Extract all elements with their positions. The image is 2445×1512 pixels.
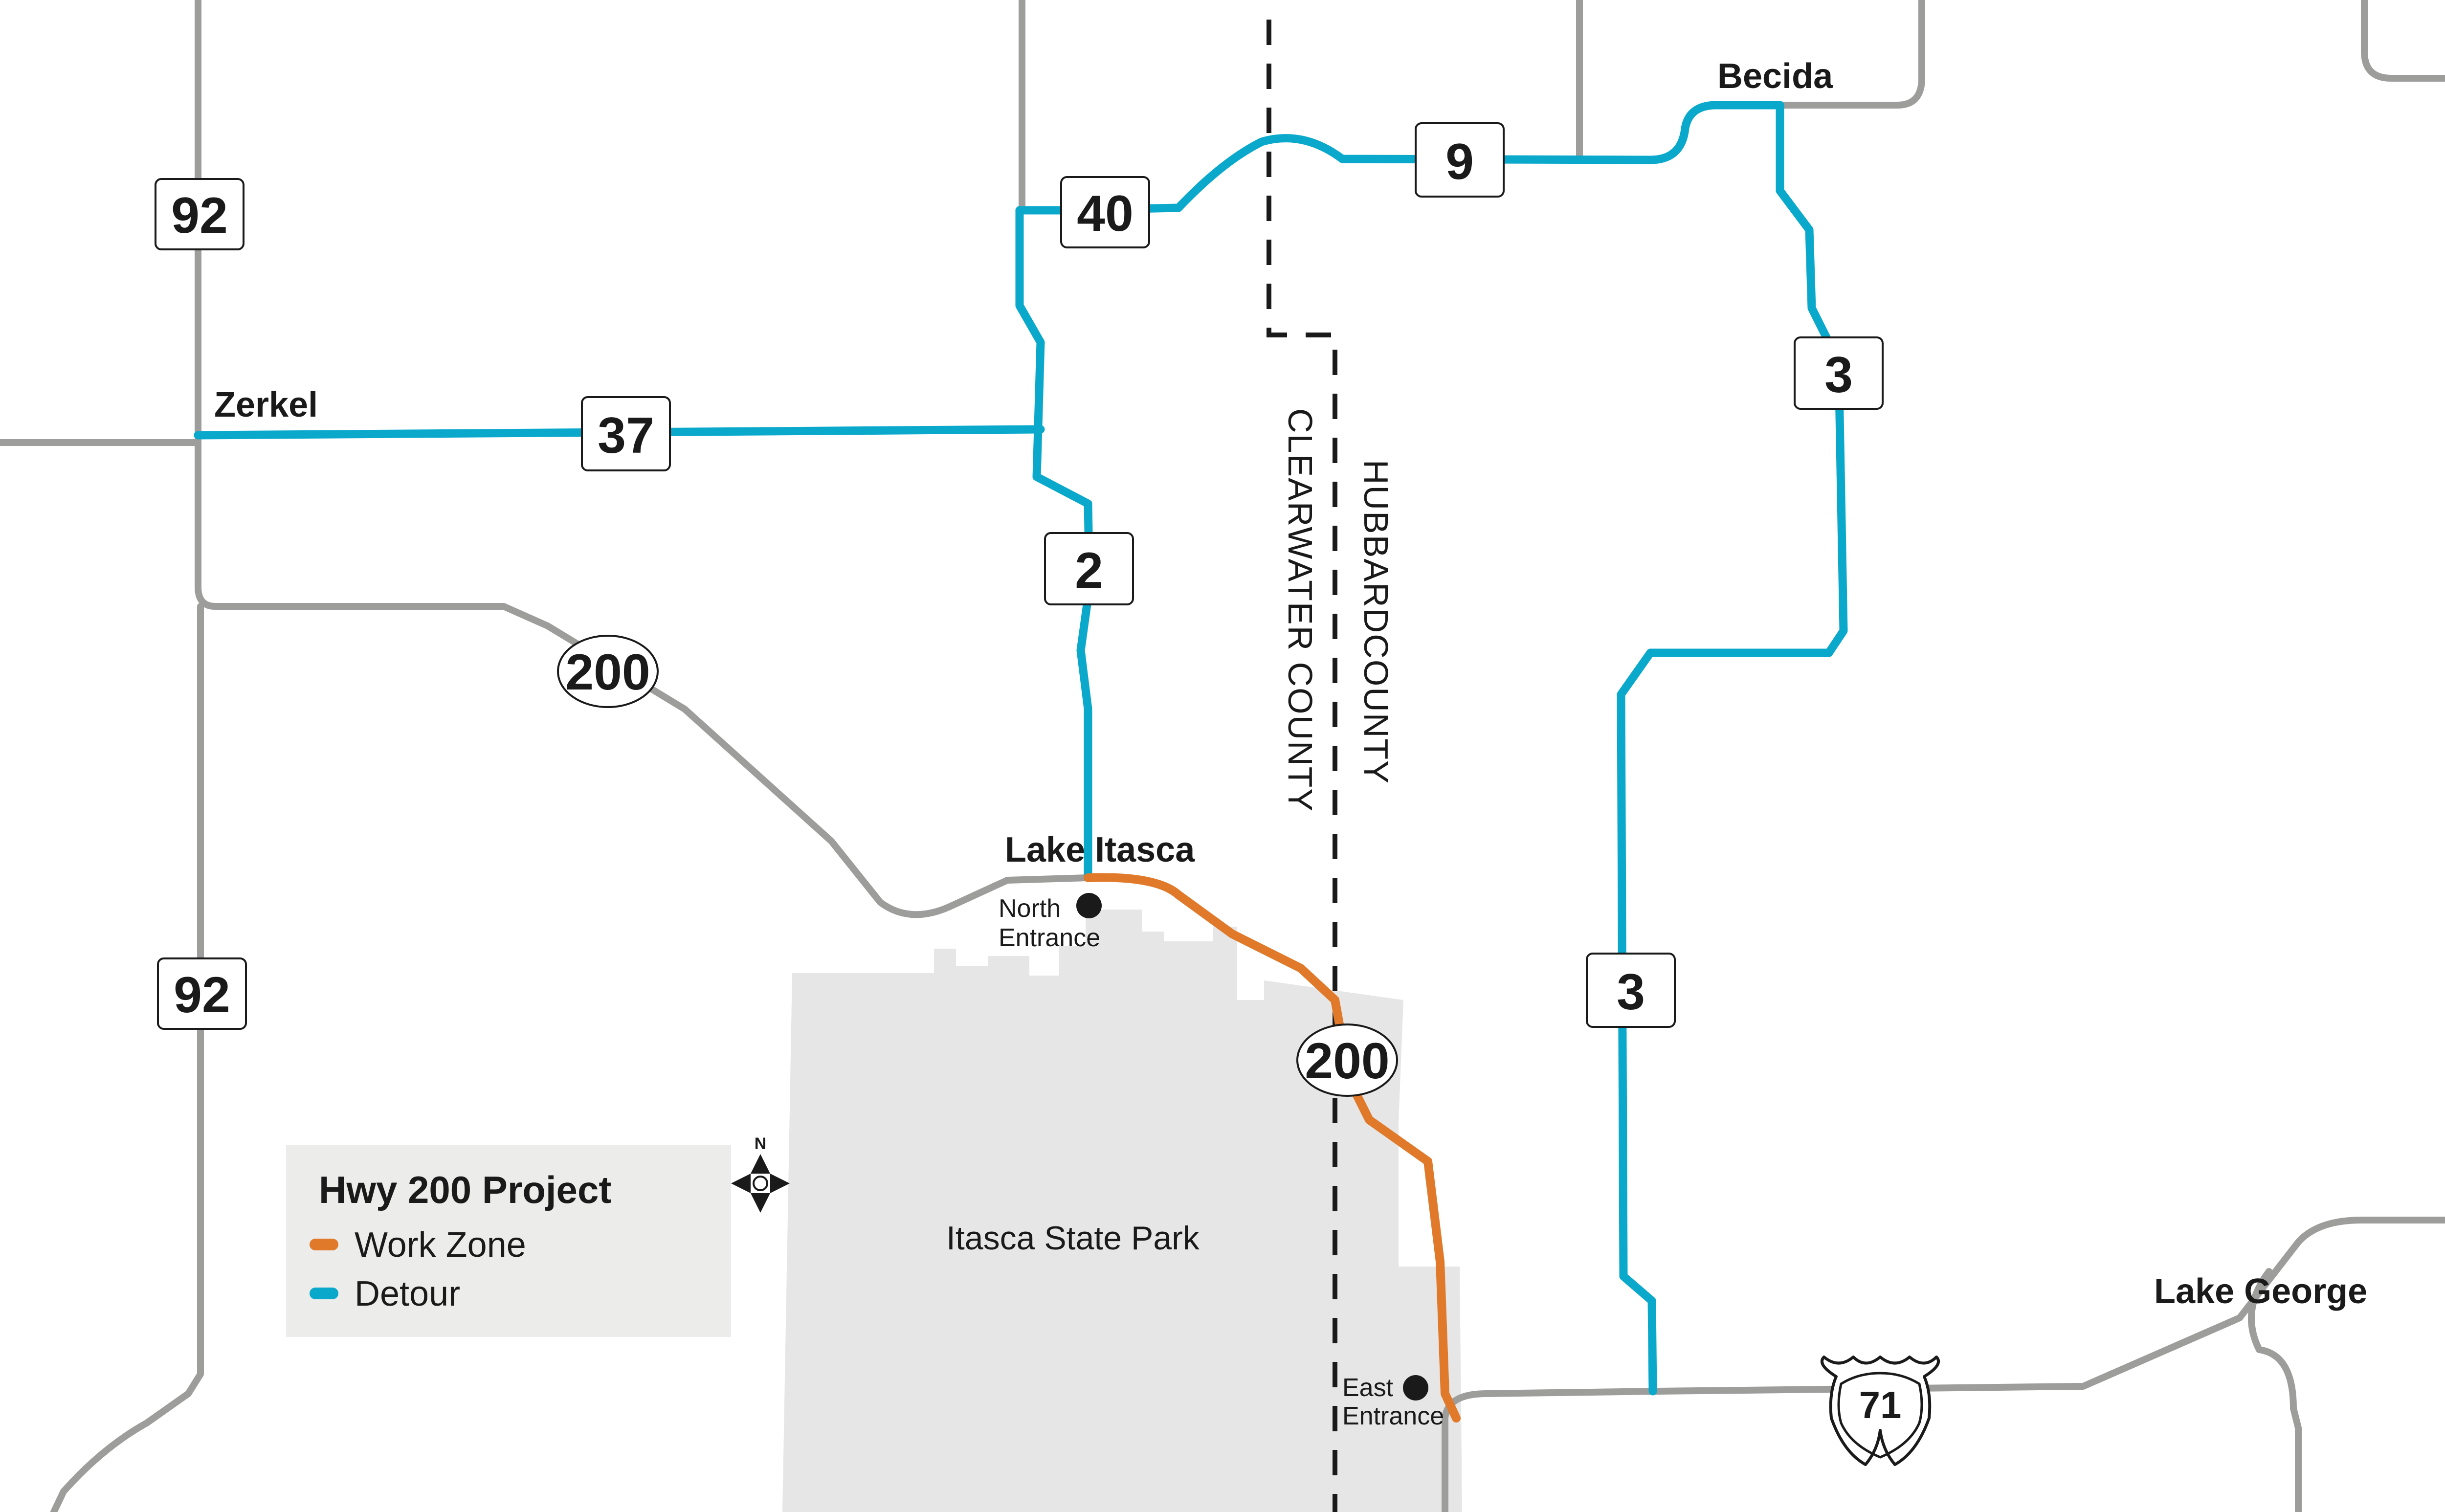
label-lake-itasca: Lake Itasca xyxy=(1005,830,1195,869)
detour-route-40-9 xyxy=(1057,101,1848,1396)
label-north-entrance-2: Entrance xyxy=(999,924,1100,952)
label-east-entrance-2: Entrance xyxy=(1342,1402,1444,1430)
shield-200-west: 200 xyxy=(557,635,659,708)
svg-text:200: 200 xyxy=(565,644,650,701)
shield-200-center: 200 xyxy=(1296,1023,1398,1097)
legend-background xyxy=(286,1145,731,1337)
svg-text:92: 92 xyxy=(171,187,228,244)
label-north-entrance-1: North xyxy=(999,894,1061,923)
shield-9: 9 xyxy=(1415,122,1505,198)
shield-40: 40 xyxy=(1060,176,1150,248)
shield-3-south: 3 xyxy=(1586,953,1676,1028)
road-92-north xyxy=(195,0,551,629)
label-lake-george: Lake George xyxy=(2154,1272,2367,1311)
shield-us71: 71 xyxy=(1820,1356,1940,1466)
label-clearwater-county: CLEARWATER COUNTY xyxy=(1281,408,1319,812)
itasca-state-park-area xyxy=(782,910,1462,1512)
svg-text:71: 71 xyxy=(1859,1383,1902,1426)
label-hubbard-county: HUBBARDCOUNTY xyxy=(1357,460,1395,784)
county-line xyxy=(1267,20,1337,1512)
legend-label-detour: Detour xyxy=(355,1274,460,1313)
shield-2: 2 xyxy=(1044,532,1134,605)
label-zerkel: Zerkel xyxy=(214,385,318,424)
road-becida-east xyxy=(1777,0,1925,109)
svg-text:9: 9 xyxy=(1445,133,1474,190)
legend-label-work-zone: Work Zone xyxy=(355,1225,526,1265)
label-itasca-state-park: Itasca State Park xyxy=(946,1220,1200,1257)
compass-icon: N xyxy=(731,1134,790,1213)
svg-text:3: 3 xyxy=(1824,347,1853,403)
road-northeast xyxy=(2361,0,2445,82)
road-lake-george-south xyxy=(2248,1268,2302,1512)
work-zone-route xyxy=(1084,873,1461,1423)
east-entrance-marker xyxy=(1403,1375,1428,1401)
svg-text:40: 40 xyxy=(1077,185,1134,242)
svg-text:2: 2 xyxy=(1075,542,1103,599)
svg-text:200: 200 xyxy=(1305,1033,1390,1090)
road-200-west xyxy=(544,623,1091,918)
legend-title: Hwy 200 Project xyxy=(319,1168,611,1211)
svg-text:92: 92 xyxy=(174,967,230,1023)
legend: Hwy 200 Project Work Zone Detour xyxy=(286,1145,731,1337)
label-becida: Becida xyxy=(1717,57,1833,96)
detour-route-2 xyxy=(1015,206,1094,882)
svg-text:37: 37 xyxy=(598,407,654,464)
svg-text:3: 3 xyxy=(1617,964,1645,1021)
shield-92-south: 92 xyxy=(157,957,247,1030)
north-entrance-marker xyxy=(1076,893,1102,918)
svg-text:N: N xyxy=(755,1134,767,1153)
shield-3-north: 3 xyxy=(1794,336,1884,410)
road-92-south xyxy=(50,603,204,1512)
shield-37: 37 xyxy=(581,396,671,471)
label-east-entrance-1: East xyxy=(1342,1374,1394,1402)
shield-92-north: 92 xyxy=(155,178,244,250)
